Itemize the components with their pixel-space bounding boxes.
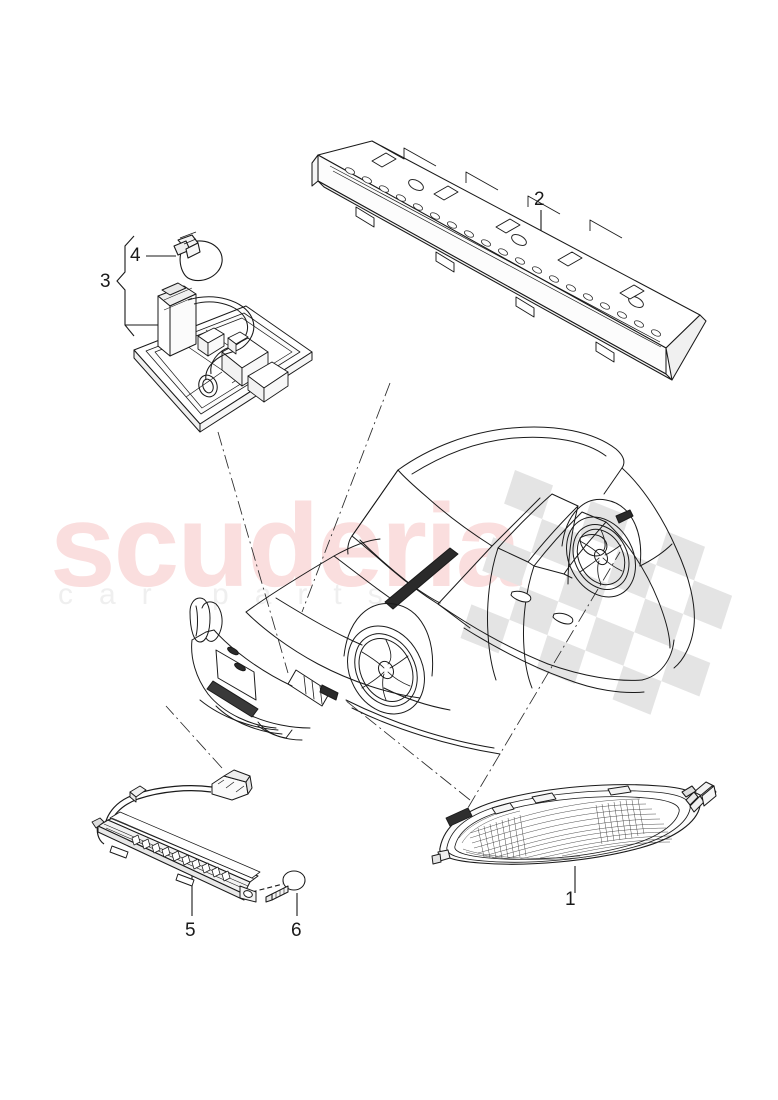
part-5-high-mounted-stop-lamp <box>91 769 261 903</box>
carrier-clips-top <box>371 152 645 300</box>
front-wheel <box>566 516 636 598</box>
lamp-led-row <box>131 834 231 882</box>
callout-label-1: 1 <box>565 889 576 910</box>
part-6-fastening-screw <box>265 870 306 903</box>
carrier-tabs-bottom <box>355 206 615 363</box>
leader-line-5 <box>165 705 223 769</box>
lens-crosshatch <box>477 798 645 859</box>
marker-lamp-clips <box>491 785 632 815</box>
callout-label-2: 2 <box>534 189 545 210</box>
callout-label-5: 5 <box>185 920 196 941</box>
callout-label-4: 4 <box>130 245 141 266</box>
part-4-bulb <box>173 231 223 282</box>
leader-lines <box>165 382 621 829</box>
carrier-mount-holes <box>408 179 644 308</box>
callout-label-3: 3 <box>100 271 111 292</box>
callout-label-6: 6 <box>291 920 302 941</box>
carrier-perforations <box>345 167 661 337</box>
rear-wheel <box>347 625 425 715</box>
leader-line-1 <box>455 551 621 829</box>
part-1-rear-side-marker-lamp <box>431 781 717 865</box>
part-2-brake-light-carrier <box>311 140 707 381</box>
leader-line-2 <box>301 382 391 613</box>
vehicle-saloon-outline <box>189 426 695 755</box>
checkered-flag-icon <box>460 470 733 715</box>
leader-line-1b <box>344 699 471 801</box>
part-3-interior-lamp-assembly <box>133 282 313 433</box>
stem-6b <box>243 883 284 895</box>
harness-connector <box>211 769 253 801</box>
leader-line-3 <box>217 431 289 674</box>
